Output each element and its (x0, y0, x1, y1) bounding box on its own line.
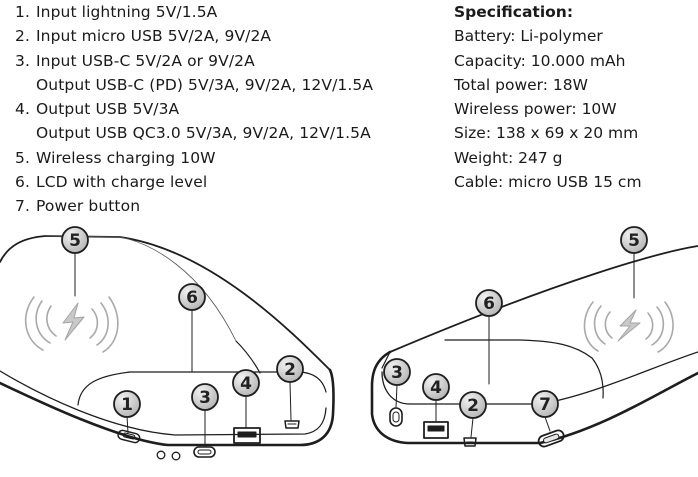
svg-text:3: 3 (199, 388, 211, 408)
feature-text: Input micro USB 5V/2A, 9V/2A (36, 27, 272, 46)
callout-badge: 7 (531, 390, 559, 418)
callout-badge: 1 (113, 390, 141, 418)
feature-item: 3.Input USB-C 5V/2A or 9V/2A (15, 51, 255, 70)
svg-text:5: 5 (69, 231, 81, 251)
spec-item: Wireless power: 10W (454, 100, 617, 119)
svg-text:5: 5 (628, 231, 640, 251)
micro-usb-port (284, 420, 300, 429)
feature-text: Input USB-C 5V/2A or 9V/2A (36, 51, 255, 70)
feature-item: 1.Input lightning 5V/1.5A (15, 3, 218, 21)
led-indicator-icon (156, 450, 166, 460)
feature-continuation: Output USB-C (PD) 5V/3A, 9V/2A, 12V/1.5A (36, 75, 374, 94)
feature-list: 1.Input lightning 5V/1.5A 2.Input micro … (6, 0, 373, 219)
wireless-charging-icon (24, 296, 119, 353)
feature-item: 5.Wireless charging 10W (15, 148, 216, 167)
left-power-bank (0, 235, 335, 461)
feature-text: Input lightning 5V/1.5A (36, 3, 218, 21)
spec-item: Cable: micro USB 15 cm (454, 173, 642, 192)
callout-badge: 2 (459, 391, 487, 419)
svg-text:7: 7 (539, 395, 551, 415)
power-bank-illustration: 5 6 1 3 4 2 5 6 3 4 2 7 (0, 226, 698, 461)
feature-text: Wireless charging 10W (36, 148, 216, 167)
specification-list: Specification: Battery: Li-polymer Capac… (454, 0, 642, 194)
callout-badge: 2 (276, 355, 304, 383)
usb-a-port (233, 427, 261, 444)
feature-item: 4.Output USB 5V/3A (15, 100, 180, 119)
feature-item: 2.Input micro USB 5V/2A, 9V/2A (15, 27, 272, 46)
feature-item: 7.Power button (15, 197, 141, 216)
lightning-port (117, 429, 141, 444)
svg-text:2: 2 (467, 396, 479, 416)
power-button (537, 429, 565, 448)
svg-text:2: 2 (284, 360, 296, 380)
wireless-charging-icon (583, 301, 674, 353)
callout-badge: 3 (191, 383, 219, 411)
feature-text: Power button (36, 197, 141, 216)
usb-a-port (423, 421, 449, 439)
callout-badge: 4 (232, 369, 260, 397)
usb-c-port (389, 407, 403, 427)
spec-item: Total power: 18W (454, 75, 588, 94)
svg-text:4: 4 (430, 378, 442, 398)
callout-badge: 5 (620, 226, 648, 254)
specification-title: Specification: (454, 3, 574, 21)
spec-item: Capacity: 10.000 mAh (454, 51, 626, 70)
feature-item: 6.LCD with charge level (15, 173, 208, 192)
spec-item: Size: 138 x 69 x 20 mm (454, 124, 639, 143)
svg-text:6: 6 (483, 294, 495, 314)
svg-text:3: 3 (391, 363, 403, 383)
spec-item: Weight: 247 g (454, 148, 563, 167)
callout-badge: 6 (178, 283, 206, 311)
svg-text:4: 4 (240, 374, 252, 394)
feature-text: LCD with charge level (36, 173, 208, 192)
callout-badge: 3 (383, 358, 411, 386)
svg-text:1: 1 (121, 395, 133, 415)
right-power-bank (370, 245, 698, 448)
feature-text: Output USB 5V/3A (36, 100, 180, 119)
feature-continuation: Output USB QC3.0 5V/3A, 9V/2A, 12V/1.5A (36, 124, 371, 143)
usb-c-port (193, 446, 216, 458)
callout-badge: 5 (61, 226, 89, 254)
spec-item: Battery: Li-polymer (454, 27, 603, 46)
callout-badge: 6 (475, 289, 503, 317)
svg-text:6: 6 (186, 288, 198, 308)
led-indicator-icon (171, 451, 181, 461)
micro-usb-port (463, 437, 477, 447)
callout-badge: 4 (422, 373, 450, 401)
